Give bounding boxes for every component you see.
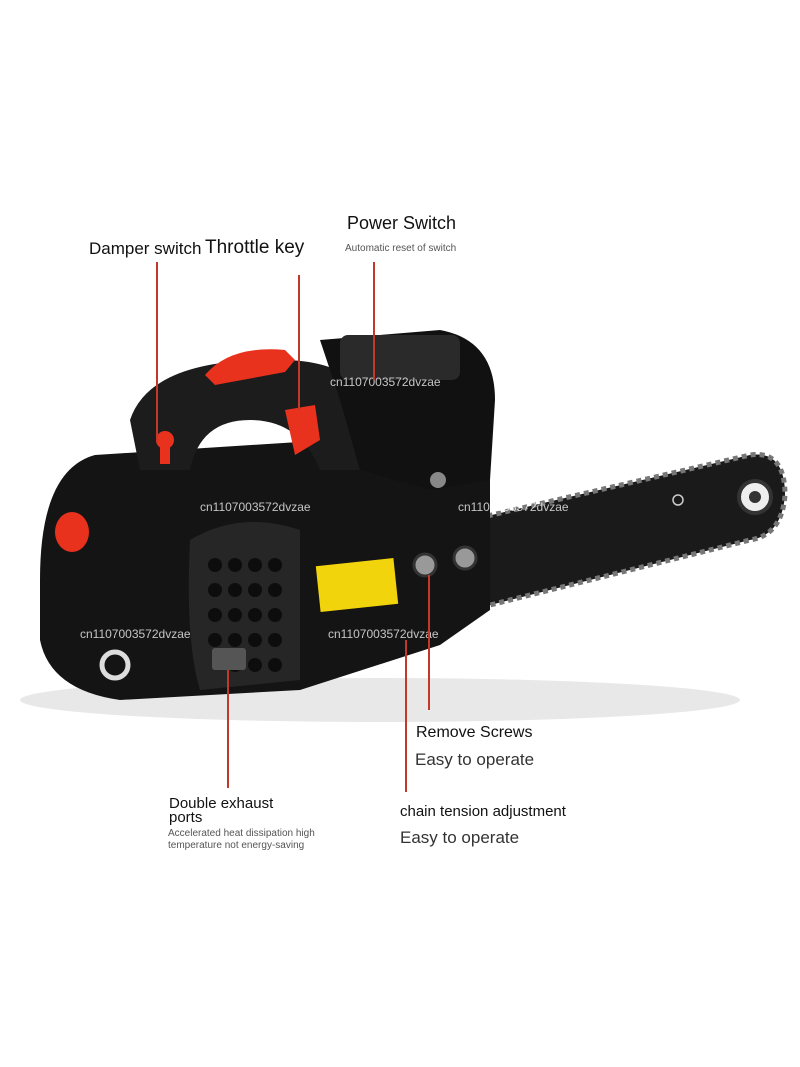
- remove-screws-sublabel: Easy to operate: [415, 750, 535, 769]
- guide-bar: [469, 452, 788, 613]
- remove-screws-label: Remove Screws: [416, 724, 533, 741]
- power-switch-sublabel: Automatic reset of switch: [345, 243, 457, 254]
- chain-tension-sublabel: Easy to operate: [400, 828, 520, 847]
- double-exhaust-sublabel: Accelerated heat dissipation high temper…: [168, 828, 315, 851]
- watermark-5: cn1107003572dvzae: [328, 627, 439, 641]
- power-switch-label: Power Switch: [347, 213, 457, 233]
- watermark-4: cn1107003572dvzae: [80, 627, 191, 641]
- watermark-3: cn1107003572dvzae: [458, 500, 569, 514]
- leader-remove-screws: [428, 575, 430, 710]
- leader-throttle-key: [298, 275, 300, 410]
- watermark-2: cn1107003572dvzae: [200, 500, 311, 514]
- double-exhaust-label: Double exhaust ports: [169, 795, 274, 826]
- throttle-key-label: Throttle key: [205, 237, 305, 258]
- watermark-1: cn1107003572dvzae: [330, 375, 441, 389]
- leader-double-exhaust: [227, 670, 229, 788]
- leader-power-switch: [373, 262, 375, 380]
- leader-chain-tension: [405, 640, 407, 792]
- damper-switch-label: Damper switch: [89, 239, 202, 258]
- leader-damper-switch: [156, 262, 158, 442]
- engine-body: [40, 330, 495, 700]
- chain-tension-label: chain tension adjustment: [400, 803, 566, 820]
